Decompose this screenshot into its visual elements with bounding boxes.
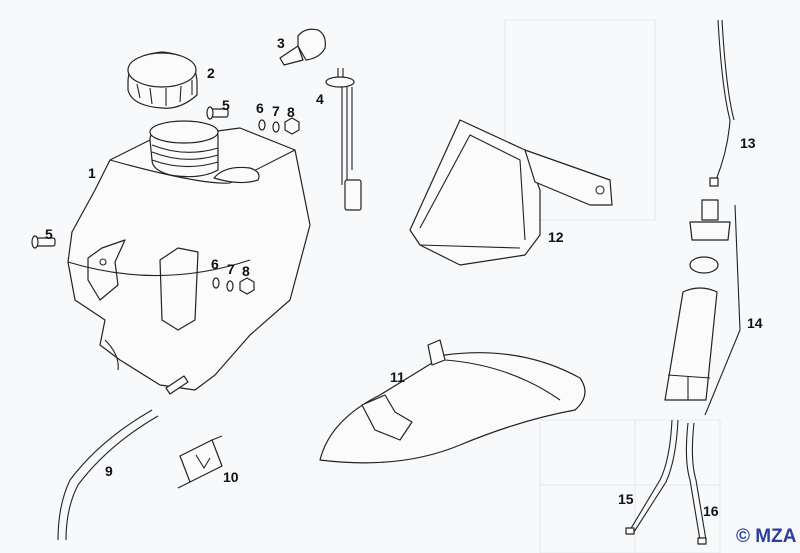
bolts-washers-nuts	[31, 106, 300, 295]
fuel-hose	[57, 409, 159, 541]
label-3: 3	[277, 35, 285, 51]
rear-mudguard	[319, 339, 586, 464]
label-9: 9	[105, 463, 113, 479]
label-7a: 7	[272, 103, 280, 119]
label-4: 4	[316, 91, 324, 107]
label-15: 15	[618, 491, 634, 507]
ignition-coil-parts	[664, 199, 741, 416]
label-16: 16	[703, 503, 719, 519]
label-1: 1	[88, 165, 96, 181]
cables-15-16	[625, 419, 707, 545]
label-14: 14	[747, 315, 763, 331]
speedometer-cable	[709, 19, 735, 187]
label-8b: 8	[242, 263, 250, 279]
label-5a: 5	[222, 97, 230, 113]
label-10: 10	[223, 469, 239, 485]
copyright-mark: © MZA	[736, 526, 797, 547]
label-11: 11	[390, 369, 405, 385]
fuel-level-sender	[325, 68, 362, 211]
label-12: 12	[548, 229, 564, 245]
label-5b: 5	[45, 226, 53, 242]
label-6b: 6	[211, 256, 219, 272]
fuel-filter	[177, 435, 223, 489]
label-13: 13	[740, 135, 756, 151]
rubber-boot	[279, 28, 326, 66]
label-6a: 6	[256, 100, 264, 116]
fuel-tank	[67, 120, 311, 395]
label-8a: 8	[287, 104, 295, 120]
label-2: 2	[207, 65, 215, 81]
background-bleed	[504, 19, 721, 553]
battery-holder	[409, 119, 613, 266]
callout-labels: 1 2 3 4 5 6 7 8 5 6 7 8 9 10 11 12 13 14…	[45, 35, 797, 547]
label-7b: 7	[227, 261, 235, 277]
fuel-cap	[127, 51, 198, 109]
